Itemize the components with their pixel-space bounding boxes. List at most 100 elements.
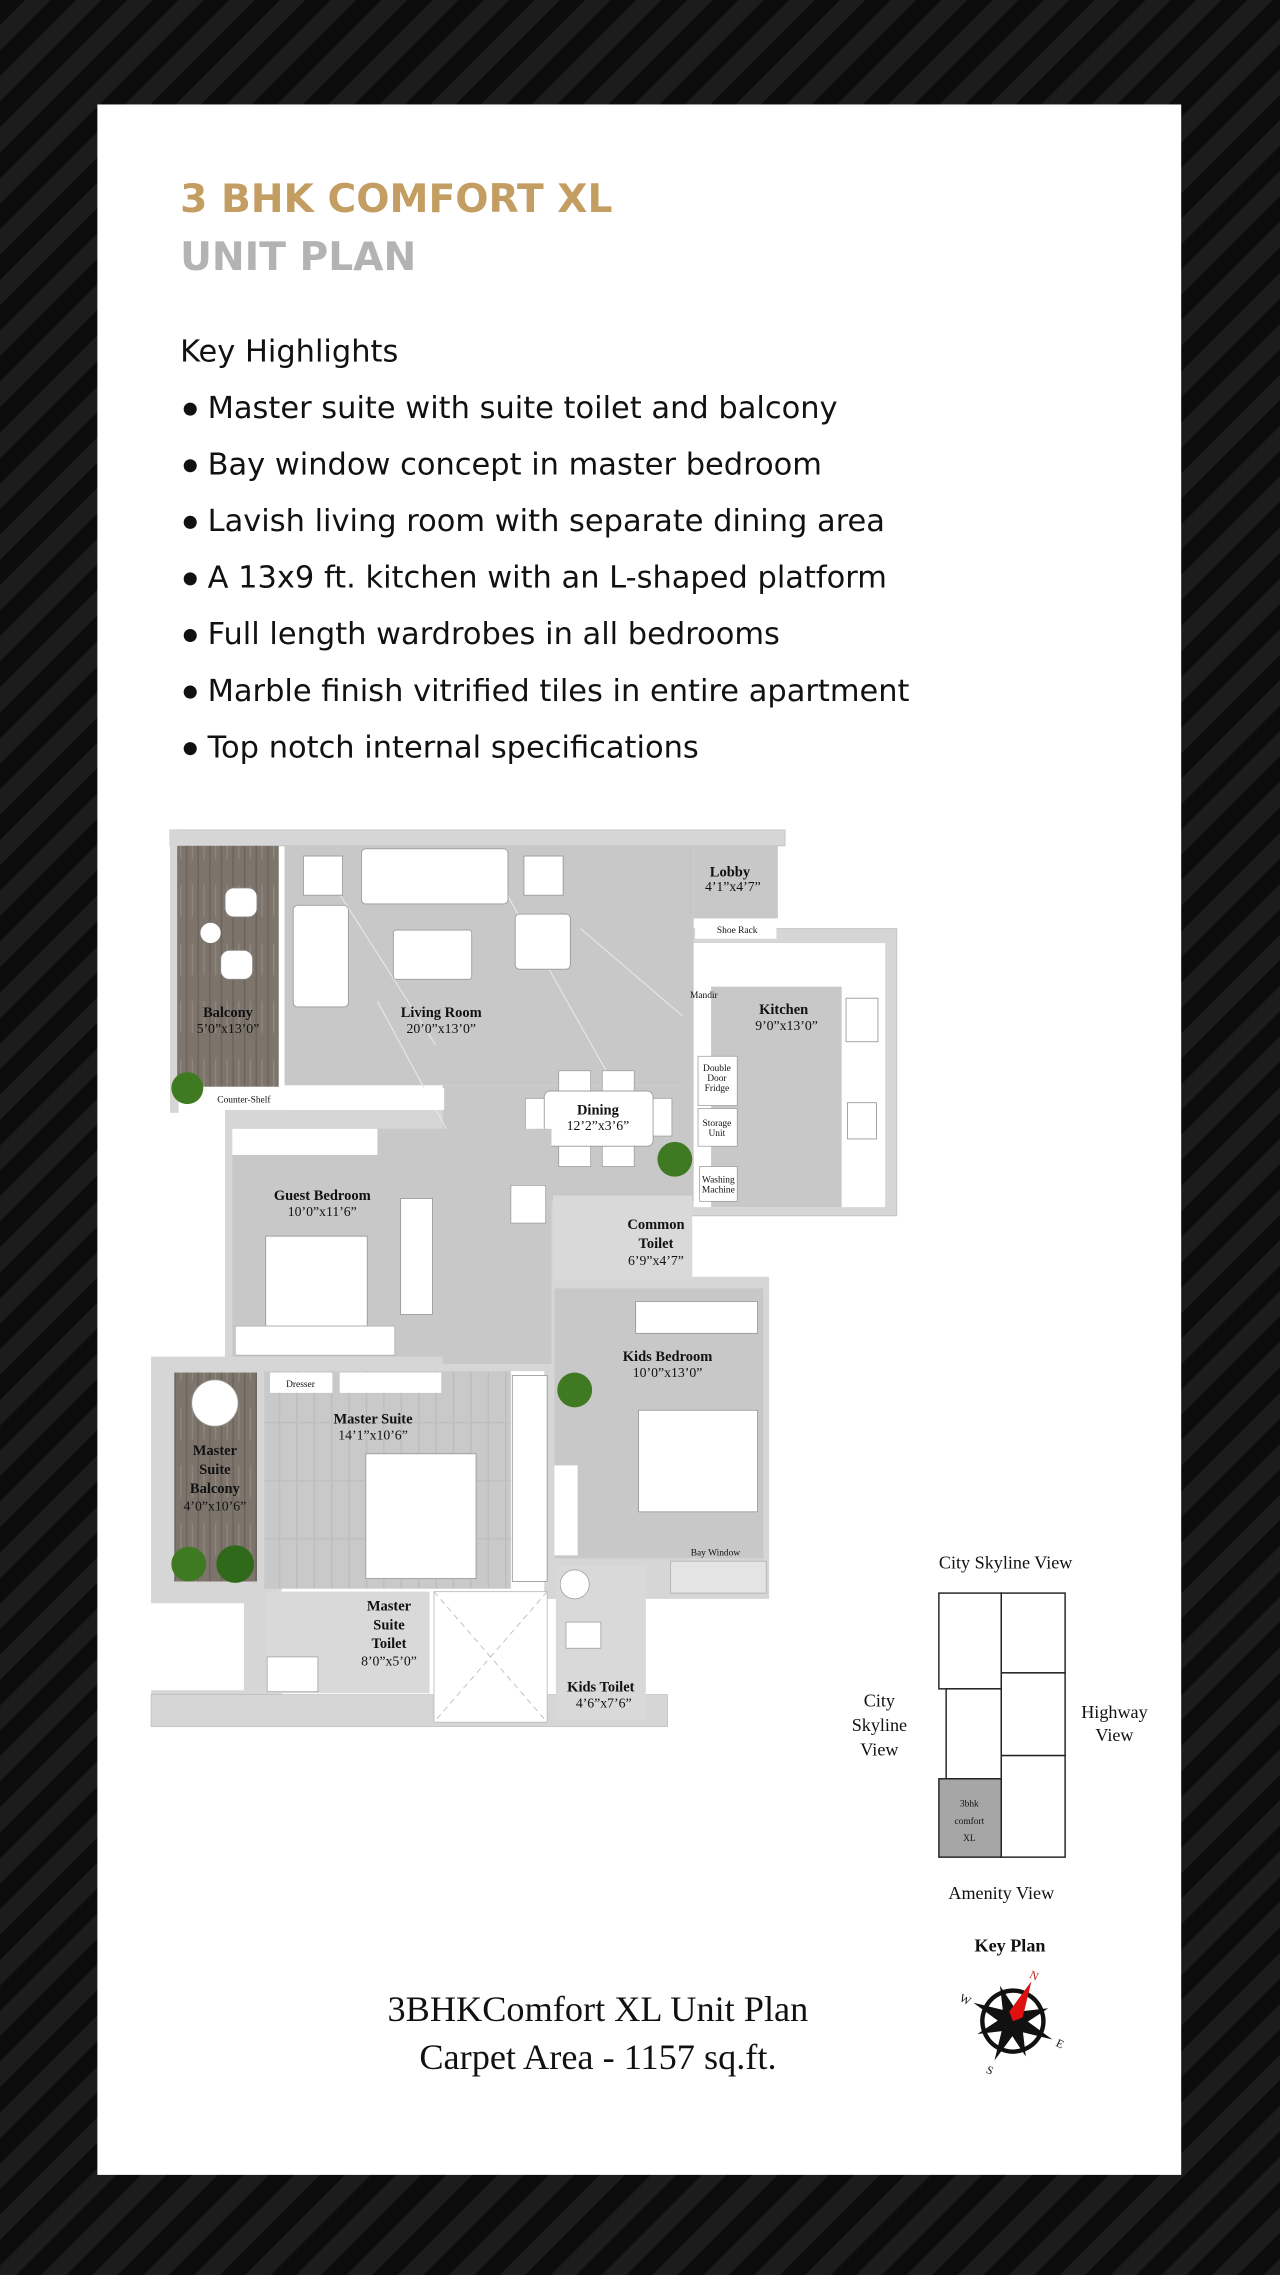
wardrobe [635,1301,758,1334]
lobby-size: 4’1”x4’7” [705,879,761,894]
kids-bedroom-size: 10’0”x13’0” [633,1365,703,1380]
fridge-label: Fridge [705,1084,730,1094]
highlights-heading: Key Highlights [180,334,398,369]
common-toilet-label: Toilet [638,1236,673,1252]
master-balcony-label: Suite [199,1462,231,1478]
common-toilet-label: Common [627,1217,684,1233]
page-title: 3 BHK COMFORT XL [180,177,612,222]
bay-window-label: Bay Window [691,1548,741,1558]
block [945,1688,1002,1780]
unit-label: XL [963,1834,976,1844]
highlight-text: Top notch internal specifications [207,730,699,765]
dining-table [525,1070,673,1167]
carpet-area: Carpet Area - 1157 sq.ft. [419,2037,776,2077]
highlight-text: Full length wardrobes in all bedrooms [208,617,780,652]
highlight-text: Master suite with suite toilet and balco… [208,391,838,426]
lobby-area [693,845,778,919]
sofa [292,904,349,1008]
highlight-text: Bay window concept in master bedroom [208,447,822,482]
view-label-left: View [860,1740,899,1760]
kids-toilet-size: 4’6”x7’6” [576,1696,632,1711]
view-label-right: View [1095,1725,1134,1745]
kids-toilet-label: Kids Toilet [567,1680,634,1696]
unit-label: 3bhk [960,1799,979,1809]
highlight-text: Lavish living room with separate dining … [208,504,885,539]
side-table [523,855,564,896]
dining-label: Dining [577,1102,620,1118]
storage-label: Storage [703,1119,732,1129]
plant-icon [216,1545,255,1583]
master-balcony-label: Master [193,1443,238,1459]
block [1000,1672,1066,1757]
living-room-label: Living Room [401,1005,482,1021]
kitchen-label: Kitchen [759,1002,808,1018]
bed [265,1235,368,1327]
balcony-label: Balcony [203,1005,254,1021]
highlight-item: Lavish living room with separate dining … [183,504,885,539]
kitchen-size: 9’0”x13’0” [755,1018,818,1033]
block [1000,1592,1066,1674]
highlight-item: A 13x9 ft. kitchen with an L-shaped plat… [183,561,887,596]
master-toilet-label: Master [367,1598,412,1614]
master-toilet-label: Toilet [372,1636,407,1652]
block [938,1592,1002,1690]
floor-plan: Counter-Shelf Living Room 20’0”x13’0” Ba… [150,829,898,1727]
balcony-size: 5’0”x13’0” [197,1021,260,1036]
storage-label: Unit [709,1129,726,1139]
dresser-label: Dresser [286,1380,316,1390]
bay-window [670,1560,767,1594]
master-balcony-label: Balcony [190,1481,241,1497]
plan-caption: 3BHKComfort XL Unit Plan [388,1989,809,2029]
lobby-label: Lobby [710,864,751,880]
master-toilet-label: Suite [373,1617,405,1633]
plant-icon [171,1546,207,1582]
coffee-table [392,929,473,980]
guest-bedroom-label: Guest Bedroom [274,1188,371,1204]
block [1000,1754,1066,1858]
plant-icon [657,1141,693,1177]
view-label-left: Skyline [852,1715,907,1735]
highlight-item: Master suite with suite toilet and balco… [183,391,838,426]
master-suite-label: Master Suite [333,1411,413,1427]
living-room-size: 20’0”x13’0” [406,1021,476,1036]
key-plan: City Skyline View 3bhk comfort XL City S… [852,1552,1148,2078]
side-table [302,855,344,896]
compass-e: E [1054,2037,1066,2052]
highlight-item: Marble finish vitrified tiles in entire … [183,674,910,709]
view-label-bottom: Amenity View [948,1883,1055,1903]
wardrobe [400,1198,433,1315]
page-subtitle: UNIT PLAN [180,235,416,280]
fridge-label: Double [703,1064,731,1074]
master-suite-size: 14’1”x10’6” [338,1427,408,1442]
unit-label: comfort [954,1816,984,1827]
master-balcony-size: 4’0”x10’6” [184,1498,247,1513]
key-highlights: Key Highlights Master suite with suite t… [180,334,909,765]
washing-machine-label: Machine [702,1186,735,1196]
common-toilet-size: 6’9”x4’7” [628,1253,684,1268]
view-label-top: City Skyline View [939,1552,1073,1572]
view-label-left: City [864,1690,895,1710]
key-plan-title: Key Plan [974,1935,1045,1955]
unit-block-highlighted [938,1778,1002,1858]
wardrobe [511,1375,548,1582]
counter-shelf-label: Counter-Shelf [217,1095,271,1106]
view-label-right: Highway [1081,1702,1147,1722]
compass-w: W [957,1992,972,2008]
washing-machine-label: Washing [702,1175,735,1185]
dining-size: 12’2”x3’6” [567,1118,630,1133]
plant-icon [171,1072,204,1105]
common-toilet-area [552,1195,693,1280]
fridge-label: Door [707,1074,727,1084]
sink [847,1102,877,1140]
mandir-label: Mandir [690,991,719,1001]
armchair [514,913,571,970]
compass-s: S [984,2063,995,2078]
guest-bedroom-size: 10’0”x11’6” [288,1204,357,1219]
bed [365,1453,477,1580]
bed [638,1409,758,1513]
highlight-text: Marble finish vitrified tiles in entire … [208,674,910,709]
highlight-item: Top notch internal specifications [183,730,699,765]
shoe-rack-label: Shoe Rack [717,926,758,936]
master-toilet-size: 8’0”x5’0” [361,1654,417,1669]
